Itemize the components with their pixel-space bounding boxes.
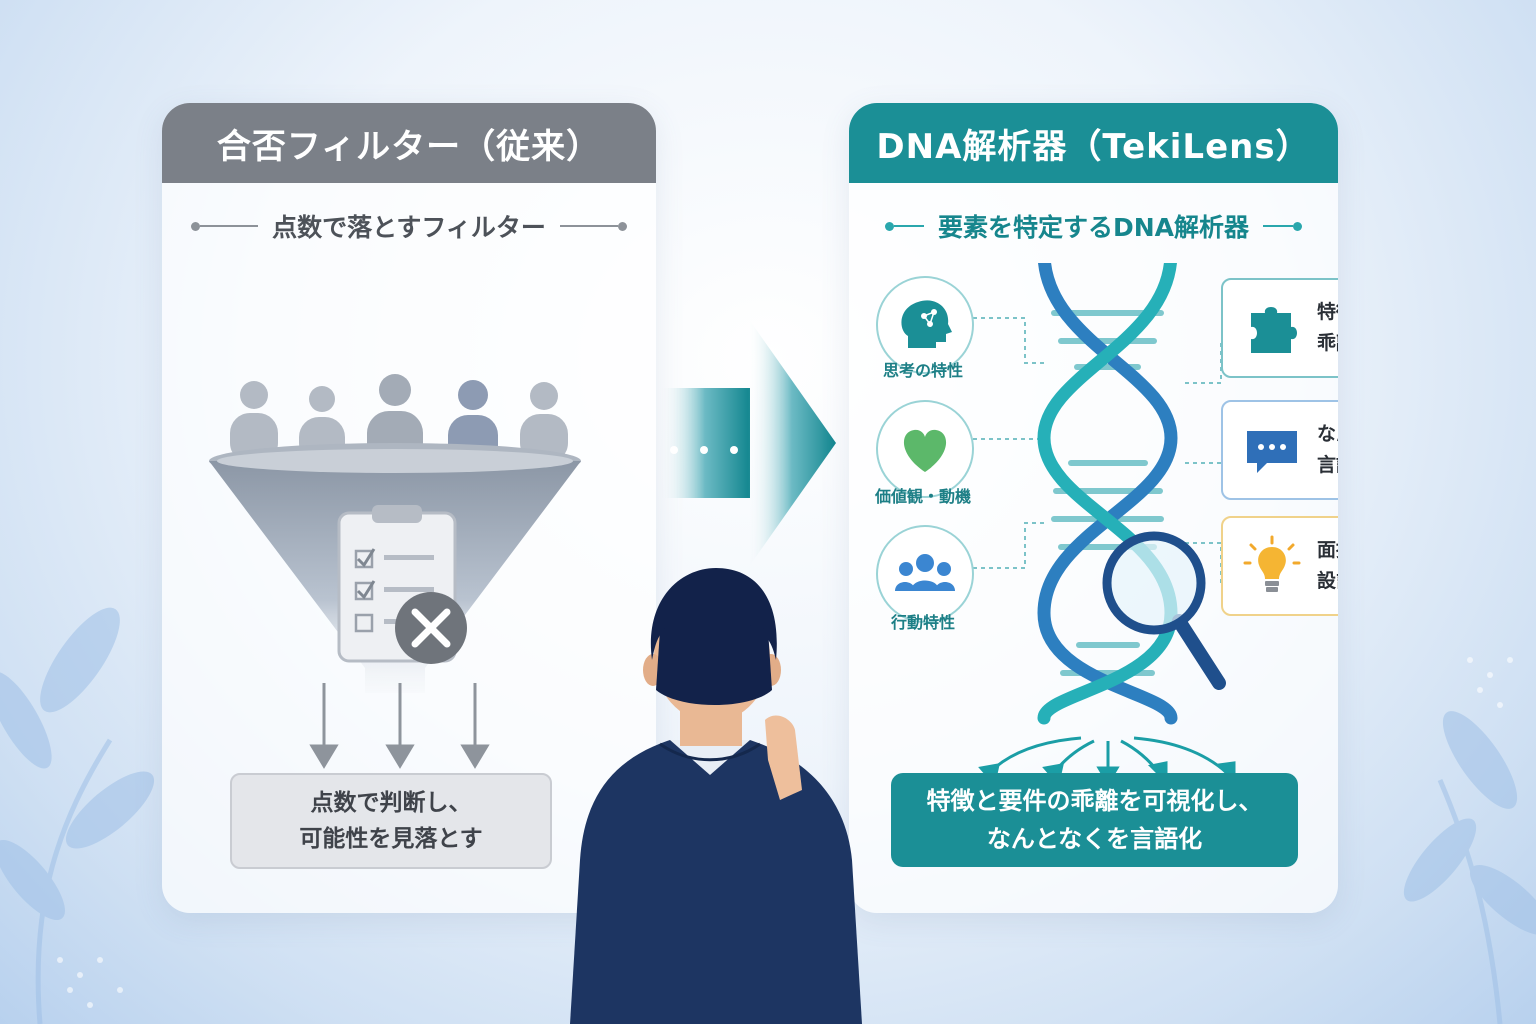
reject-x-icon [395,592,467,664]
right-caption-line-2: なんとなくを言語化 [986,825,1203,853]
circle-label-1: 思考の特性 [882,361,963,380]
left-panel-subtitle-row: 点数で落とすフィルター [162,208,656,244]
transition-arrow [660,318,836,568]
left-panel-subtitle: 点数で落とすフィルター [272,213,546,242]
box-2-line-2: 言語化 [1317,454,1338,476]
funnel-illustration [209,374,581,823]
right-panel-subtitle: 要素を特定するDNA解析器 [937,213,1250,242]
left-panel-caption: 点数で判断し、 可能性を見落とす [230,773,552,869]
dna-helix-icon [1037,263,1178,725]
box-3-line-1: 面接質問の [1317,539,1338,561]
verbalize-intuition-box: なんとなくを 言語化 [1221,400,1338,500]
dna-analyzer-panel: DNA解析器（TekiLens） 要素を特定するDNA解析器 [849,103,1338,913]
puzzle-piece-icon [1251,307,1297,353]
gap-visualization-box: 特徴と要件の 乖離を可視化 [1221,278,1338,378]
box-1-line-2: 乖離を可視化 [1317,332,1338,354]
right-panel-subtitle-row: 要素を特定するDNA解析器 [849,208,1338,244]
values-motivation-circle [876,400,974,498]
behavior-traits-circle [876,525,974,623]
people-group-icon [895,554,955,591]
box-3-line-2: 設計に活用 [1317,570,1338,592]
subtitle-line-left [884,221,924,231]
circle-label-3: 行動特性 [890,613,955,632]
box-2-line-1: なんとなくを [1317,423,1338,445]
left-caption-line-2: 可能性を見落とす [299,826,483,852]
down-arrows [309,683,490,769]
subtitle-line-right [559,221,627,231]
interview-design-box: 面接質問の 設計に活用 [1221,516,1338,616]
thinking-traits-circle [876,276,974,374]
box-1-line-1: 特徴と要件の [1317,301,1338,323]
left-panel-title: 合否フィルター（従来） [162,103,656,183]
lightbulb-icon [1243,535,1301,592]
heart-icon [903,429,947,472]
circle-label-2: 価値観・動機 [874,487,971,506]
speech-bubble-icon [1247,431,1297,473]
right-caption-line-1: 特徴と要件の乖離を可視化し、 [926,787,1263,815]
magnifier-icon [1102,531,1226,690]
right-panel-caption: 特徴と要件の乖離を可視化し、 なんとなくを言語化 [891,773,1298,867]
businessman-figure [570,568,862,1024]
subtitle-line-left [191,221,259,231]
head-brain-icon [901,300,952,348]
subtitle-line-right [1263,221,1303,231]
right-panel-title: DNA解析器（TekiLens） [849,103,1338,183]
traditional-filter-panel: 合否フィルター（従来） 点数で落とすフィルター [162,103,656,913]
left-caption-line-1: 点数で判断し、 [310,790,472,816]
